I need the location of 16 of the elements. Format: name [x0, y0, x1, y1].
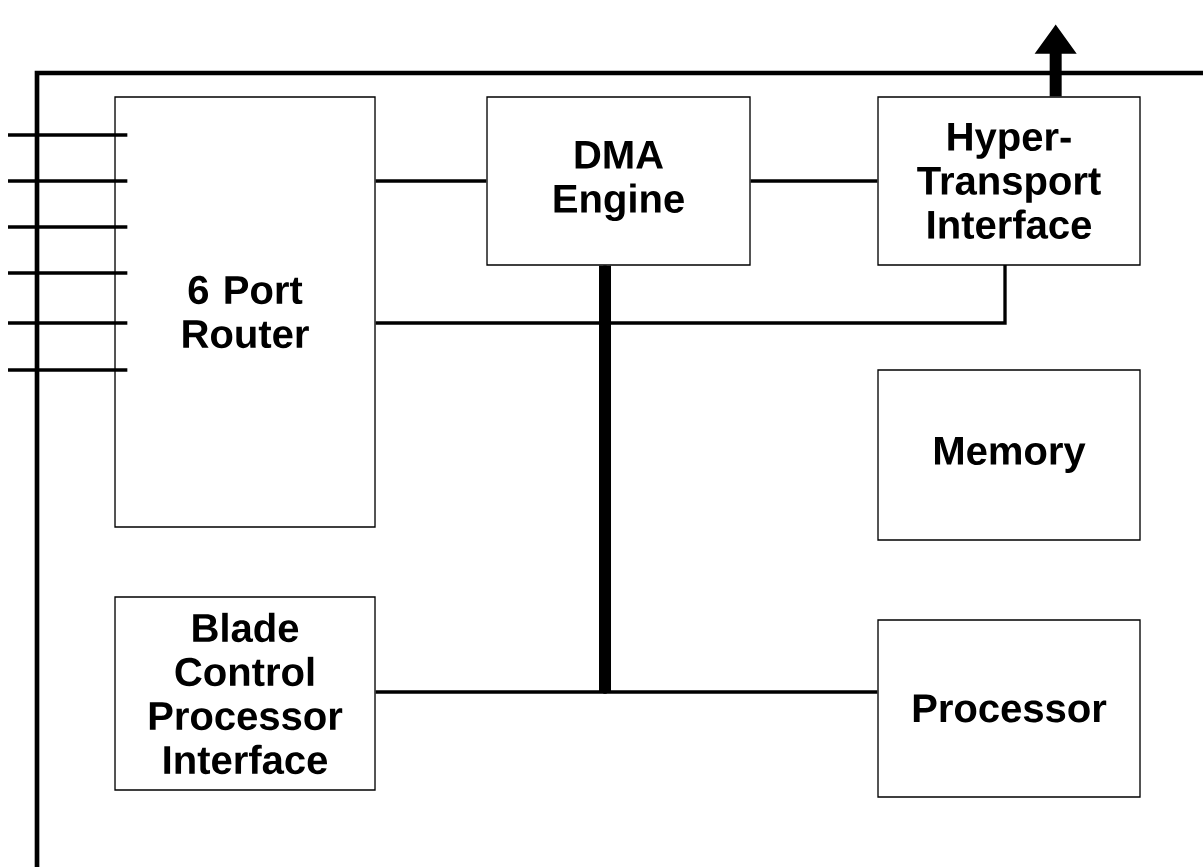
port-line [8, 225, 128, 229]
port-line [8, 271, 128, 275]
connector-line [375, 265, 1007, 325]
block-box: Processor [877, 619, 1141, 798]
connector-line [750, 179, 878, 183]
block-box: Memory [877, 369, 1141, 541]
block-box: Blade Control Processor Interface [114, 596, 376, 791]
connector-line [375, 179, 487, 183]
block-box: Hyper-Transport Interface [877, 96, 1141, 266]
bus-line [599, 265, 611, 692]
port-line [8, 179, 128, 183]
block-box: DMA Engine [486, 96, 751, 266]
block-box: 6 Port Router [114, 96, 376, 528]
port-line [8, 368, 128, 372]
port-line [8, 133, 128, 137]
port-line [8, 321, 128, 325]
